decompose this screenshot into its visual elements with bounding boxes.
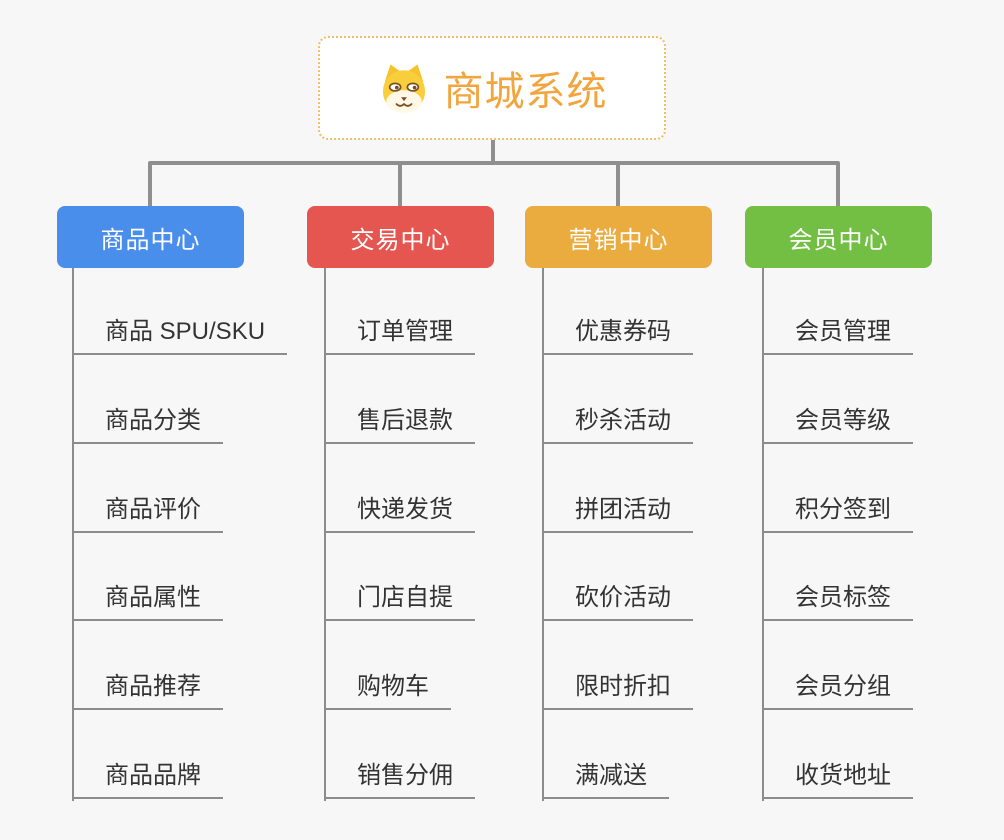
leaf-node[interactable]: 门店自提 [324, 583, 475, 621]
leaf-node[interactable]: 限时折扣 [542, 672, 693, 710]
leaf-node[interactable]: 商品属性 [72, 583, 223, 621]
leaf-node[interactable]: 秒杀活动 [542, 406, 693, 444]
leaf-node[interactable]: 会员管理 [762, 317, 913, 355]
branch-spine-connector [72, 268, 74, 801]
root-label: 商城系统 [443, 70, 608, 114]
leaf-node[interactable]: 商品品牌 [72, 761, 223, 799]
branch-header-3[interactable]: 会员中心 [745, 206, 932, 268]
leaf-node[interactable]: 积分签到 [762, 495, 913, 533]
leaf-node[interactable]: 商品推荐 [72, 672, 223, 710]
leaf-node[interactable]: 会员等级 [762, 406, 913, 444]
leaf-node[interactable]: 满减送 [542, 761, 669, 799]
leaf-node[interactable]: 商品评价 [72, 495, 223, 533]
leaf-node[interactable]: 订单管理 [324, 317, 475, 355]
leaf-node[interactable]: 优惠券码 [542, 317, 693, 355]
leaf-node[interactable]: 收货地址 [762, 761, 913, 799]
branch-drop-connector [616, 163, 620, 206]
branch-header-2[interactable]: 营销中心 [525, 206, 712, 268]
leaf-node[interactable]: 商品分类 [72, 406, 223, 444]
dog-face-icon [377, 61, 431, 115]
leaf-node[interactable]: 销售分佣 [324, 761, 475, 799]
leaf-node[interactable]: 购物车 [324, 672, 451, 710]
branch-header-0[interactable]: 商品中心 [57, 206, 244, 268]
leaf-node[interactable]: 快递发货 [324, 495, 475, 533]
leaf-node[interactable]: 砍价活动 [542, 583, 693, 621]
branch-drop-connector [836, 163, 840, 206]
branch-drop-connector [398, 163, 402, 206]
root-stem-connector [491, 140, 495, 163]
leaf-node[interactable]: 拼团活动 [542, 495, 693, 533]
leaf-node[interactable]: 会员分组 [762, 672, 913, 710]
root-node[interactable]: 商城系统 [318, 36, 666, 140]
branch-bus-connector [148, 161, 840, 165]
leaf-node[interactable]: 售后退款 [324, 406, 475, 444]
branch-header-1[interactable]: 交易中心 [307, 206, 494, 268]
leaf-node[interactable]: 会员标签 [762, 583, 913, 621]
leaf-node[interactable]: 商品 SPU/SKU [72, 317, 288, 355]
branch-spine-connector [762, 268, 764, 801]
branch-spine-connector [542, 268, 544, 801]
branch-drop-connector [148, 163, 152, 206]
branch-spine-connector [324, 268, 326, 801]
